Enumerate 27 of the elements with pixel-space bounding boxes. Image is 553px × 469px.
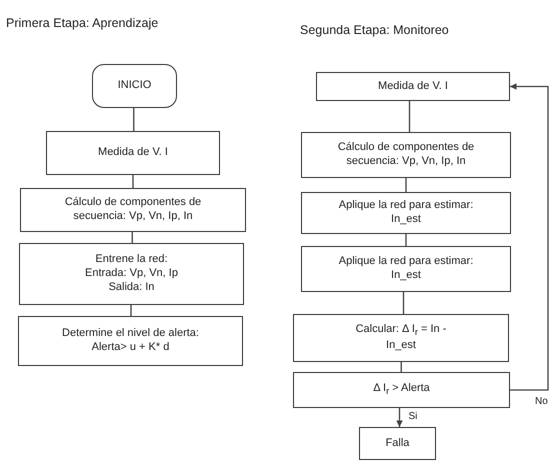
connector bbox=[133, 108, 134, 131]
process-box: Determine el nivel de alerta: Alerta> u + K* d bbox=[18, 316, 243, 366]
process-box: Δ I$_{r}$ > Alerta bbox=[293, 372, 510, 408]
process-box: Entrene la red: Entrada: Vp, Vn, Ip Salida: In bbox=[19, 243, 244, 305]
connector bbox=[132, 232, 133, 243]
edge-label: No bbox=[534, 396, 549, 407]
process-box: Medida de V. I bbox=[316, 72, 510, 101]
connector bbox=[396, 408, 403, 427]
process-box: Cálculo de componentes de secuencia: Vp, Vn, Ip, In bbox=[20, 188, 246, 232]
connector bbox=[408, 101, 410, 132]
edge-label: Si bbox=[408, 410, 418, 422]
connector bbox=[405, 178, 407, 192]
start-terminal: INICIO bbox=[92, 64, 177, 108]
stage-heading: Primera Etapa: Aprendizaje bbox=[6, 16, 158, 30]
connector bbox=[130, 305, 132, 316]
process-box: Calcular: Δ I$_{r}$ = In - In_est bbox=[293, 314, 509, 362]
connector bbox=[402, 292, 404, 314]
process-box: Aplique la red para estimar: In_est bbox=[301, 192, 511, 234]
process-box: Medida de V. I bbox=[46, 131, 220, 175]
connector bbox=[400, 362, 402, 372]
stage-heading: Segunda Etapa: Monitoreo bbox=[300, 23, 449, 37]
connector bbox=[405, 234, 407, 246]
connector bbox=[132, 175, 134, 188]
connector bbox=[510, 83, 549, 391]
process-box: Falla bbox=[359, 427, 436, 460]
process-box: Cálculo de componentes de secuencia: Vp, Vn, Ip, In bbox=[301, 132, 511, 178]
process-box: Aplique la red para estimar: In_est bbox=[301, 246, 511, 292]
